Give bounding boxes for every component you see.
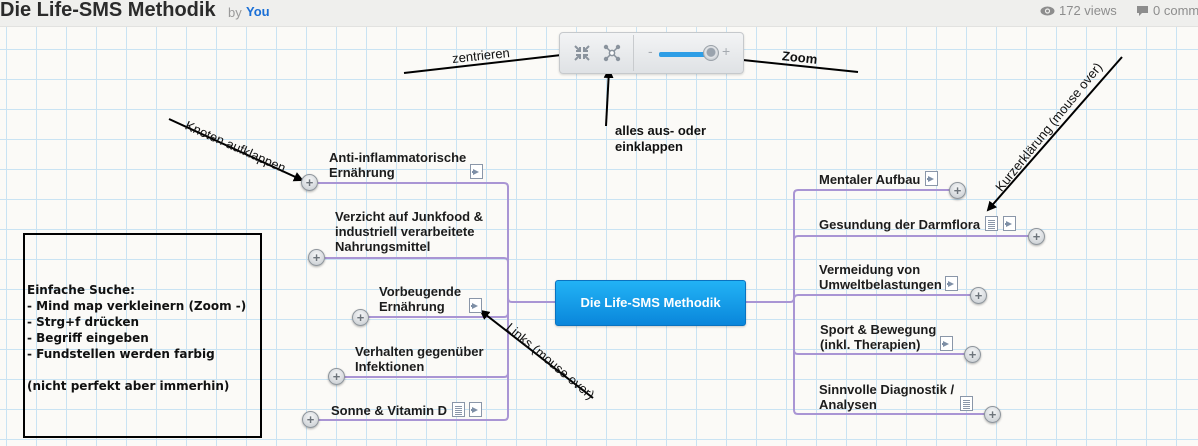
expand-button[interactable]: + [964,346,981,363]
expand-button[interactable]: + [352,309,369,326]
expand-button[interactable]: + [302,411,319,428]
comment-bubble-icon [1137,5,1148,16]
connector-root-right [746,297,795,303]
zoom-slider-fill [659,52,712,57]
node-label: Sinnvolle Diagnostik /Analysen [819,382,955,412]
node-label: Sport & Bewegung(inkl. Therapien) [820,322,937,352]
link-icon[interactable] [1003,216,1016,231]
connector-right-3 [793,294,972,300]
arrow-zentrieren [403,49,572,74]
toolbar-divider [633,35,634,71]
node-label: Verzicht auf Junkfood &industriell verar… [335,209,484,254]
node-label: Sonne & Vitamin D [331,403,448,418]
link-icon[interactable] [470,164,483,179]
connector-right-5 [793,409,987,415]
arrow-zoom [722,53,859,73]
views-count: 172 views [1040,3,1117,18]
connector-right-4 [793,349,968,355]
zoom-out-button[interactable]: - [648,43,653,59]
note-icon[interactable] [960,396,973,411]
by-label: by [228,5,242,20]
arrow-links [479,309,594,399]
expand-button[interactable]: + [1028,228,1045,245]
center-button[interactable] [572,43,592,63]
expand-button[interactable]: + [970,287,987,304]
expand-button[interactable]: + [301,174,318,191]
connector-left-1 [318,182,509,188]
compress-arrows-icon [574,45,590,61]
header-bar: Die Life-SMS Methodik by You 172 views 0… [0,0,1198,27]
views-label: 172 views [1059,3,1117,18]
connector-right-1 [793,189,952,195]
node-label: Gesundung der Darmflora [819,217,981,232]
page-title: Die Life-SMS Methodik [0,0,216,21]
zoom-slider-thumb[interactable] [703,45,720,61]
connector-left-5 [318,415,509,421]
link-icon[interactable] [469,402,482,417]
note-icon[interactable] [985,216,998,231]
link-icon[interactable] [469,298,482,313]
expand-button[interactable]: + [308,249,325,266]
search-instructions-box [23,233,262,438]
arrow-knoten [168,118,304,182]
author-link[interactable]: You [246,4,270,19]
expand-button[interactable]: + [949,182,966,199]
connector-right-2 [793,235,1030,241]
zoom-slider[interactable] [659,52,717,57]
annotation-collapse-line2: einklappen [615,139,683,154]
arrow-kurzerklaerung [986,56,1123,212]
expand-button[interactable]: + [984,406,1001,423]
note-icon[interactable] [452,402,465,417]
link-icon[interactable] [925,171,938,186]
node-label: Mentaler Aufbau [819,172,921,187]
connector-left-3 [368,312,509,318]
arrow-collapse-all [603,68,614,127]
expand-button[interactable]: + [328,368,345,385]
collapse-all-button[interactable] [602,43,622,63]
comments-label: 0 comm [1153,3,1198,18]
connector-left-2 [325,257,509,263]
zoom-in-button[interactable]: + [722,43,731,59]
connector-left-4 [341,372,509,378]
root-node[interactable]: Die Life-SMS Methodik [555,280,746,326]
connector-root-left [507,297,555,303]
link-icon[interactable] [940,336,953,351]
node-network-icon [603,44,621,62]
annotation-collapse-line1: alles aus- oder [615,123,707,138]
mindmap-toolbar: - + [559,32,744,74]
search-instructions-text: Einfache Suche: - Mind map verkleinern (… [27,283,247,393]
link-icon[interactable] [945,276,958,291]
eye-icon [1040,6,1055,15]
comments-count[interactable]: 0 comm [1136,3,1198,18]
